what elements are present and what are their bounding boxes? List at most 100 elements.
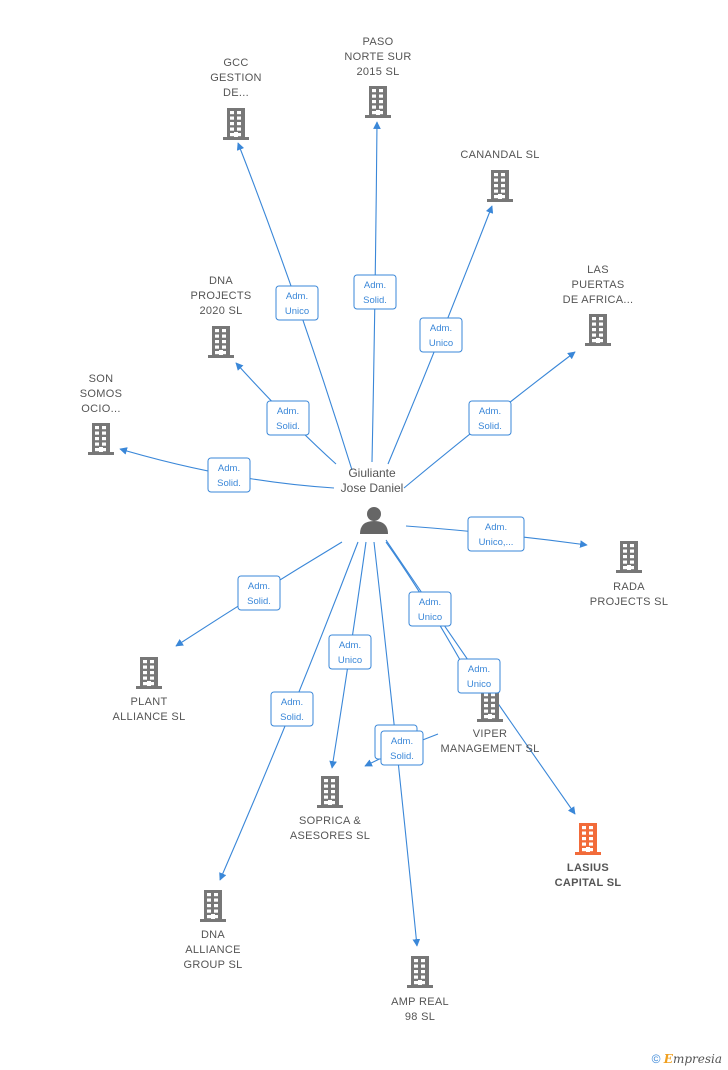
edge-label-text: Adm.: [391, 736, 413, 747]
company-label-line: ALLIANCE SL: [112, 711, 185, 723]
edge-label-text: Solid.: [217, 478, 241, 489]
company-label-line: PUERTAS: [571, 279, 624, 291]
building-icon: [365, 86, 391, 118]
edge-label-gcc[interactable]: Adm. Unico: [275, 285, 319, 321]
company-label-line: GCC: [223, 57, 248, 69]
company-label-line: MANAGEMENT SL: [440, 743, 539, 755]
edge-label-text: Adm.: [364, 280, 386, 291]
company-label-line: CANANDAL SL: [460, 149, 539, 161]
edge-label-text: Solid.: [478, 421, 502, 432]
edge-label-text: Solid.: [276, 421, 300, 432]
building-icon: [200, 890, 226, 922]
company-label-line: GESTION: [210, 72, 262, 84]
edge-label-lasius[interactable]: Adm.Unico: [457, 658, 501, 694]
edge-label-text: Adm.: [286, 291, 308, 302]
company-label-line: LASIUS: [567, 862, 609, 874]
building-icon: [88, 423, 114, 455]
company-label-line: 2015 SL: [356, 66, 399, 78]
edge-label-soprica-2[interactable]: Adm. Solid.: [380, 730, 424, 766]
edge-label-rada[interactable]: Adm. Unico,...: [467, 516, 525, 552]
edge-label-text: Unico: [418, 612, 442, 623]
company-node-puertas[interactable]: LAS PUERTAS DE AFRICA...: [563, 264, 634, 346]
company-label-line: GROUP SL: [183, 959, 242, 971]
edge-label-text: Solid.: [363, 295, 387, 306]
building-icon: [223, 108, 249, 140]
footer-brand: © Empresia: [652, 1052, 722, 1066]
company-label-line: ASESORES SL: [290, 830, 370, 842]
brand-name: mpresia: [672, 1052, 722, 1066]
edge-label-paso[interactable]: Adm. Solid.: [353, 274, 397, 310]
person-name-line1: Giuliante: [348, 466, 396, 480]
company-label-line: 98 SL: [405, 1011, 435, 1023]
edge-label-text: Adm.: [479, 406, 501, 417]
company-label-line: SOMOS: [80, 388, 122, 400]
company-label-line: PLANT: [131, 696, 168, 708]
copyright-icon: ©: [651, 1052, 661, 1066]
edge-label-text: Adm.: [419, 597, 441, 608]
building-icon: [317, 776, 343, 808]
brand-logo-letter: E: [663, 1052, 673, 1066]
edge-label-dnaalliance[interactable]: Adm.Solid.: [270, 691, 314, 727]
edge-label-text: Adm.: [277, 406, 299, 417]
building-icon: [208, 326, 234, 358]
building-icon: [407, 956, 433, 988]
edge-label-canandal[interactable]: Adm.Unico: [419, 317, 463, 353]
company-node-sonsomos[interactable]: SONSOMOSOCIO...: [80, 373, 122, 455]
company-label-line: RADA: [613, 581, 645, 593]
company-node-dnaalliance[interactable]: DNA ALLIANCE GROUP SL: [183, 890, 242, 971]
edge-label-text: Adm.: [430, 323, 452, 334]
company-label-line: 2020 SL: [199, 305, 242, 317]
company-label-line: AMP REAL: [391, 996, 449, 1008]
company-node-canandal[interactable]: CANANDAL SL: [460, 149, 539, 202]
company-node-plant[interactable]: PLANT ALLIANCE SL: [112, 657, 185, 723]
edge-label-text: Adm.: [468, 664, 490, 675]
company-label-line: SON: [89, 373, 114, 385]
edge-label-text: Unico,...: [479, 537, 514, 548]
edge-label-text: Unico: [285, 306, 309, 317]
edge-label-text: Adm.: [485, 522, 507, 533]
company-label-line: CAPITAL SL: [555, 877, 622, 889]
edge-label-plant[interactable]: Adm. Solid.: [237, 575, 281, 611]
company-label-line: VIPER: [473, 728, 508, 740]
company-node-ampreal[interactable]: AMP REAL 98 SL: [391, 956, 449, 1023]
building-icon: [616, 541, 642, 573]
building-icon: [575, 823, 601, 855]
company-label-line: PASO: [363, 36, 394, 48]
edge-label-text: Adm.: [281, 697, 303, 708]
company-label-line: LAS: [587, 264, 609, 276]
company-node-lasius[interactable]: LASIUS CAPITAL SL: [555, 823, 622, 889]
building-icon: [585, 314, 611, 346]
edge-label-soprica[interactable]: Adm. Unico: [328, 634, 372, 670]
edge-label-text: Solid.: [390, 751, 414, 762]
company-label-line: DE...: [223, 87, 249, 99]
edge-label-puertas[interactable]: Adm. Solid.: [468, 400, 512, 436]
company-label-line: NORTE SUR: [344, 51, 411, 63]
building-icon: [487, 170, 513, 202]
edge-label-text: Adm.: [248, 581, 270, 592]
company-label-line: DE AFRICA...: [563, 294, 634, 306]
edge-label-sonsomos[interactable]: Adm. Solid.: [207, 457, 251, 493]
edge-label-text: Unico: [338, 655, 362, 666]
edge-label-text: Solid.: [247, 596, 271, 607]
company-label-line: PROJECTS: [190, 290, 251, 302]
edge-label-viper[interactable]: Adm. Unico: [408, 591, 452, 627]
company-node-paso[interactable]: PASO NORTE SUR 2015 SL: [344, 36, 411, 118]
person-name-line2: Jose Daniel: [341, 481, 404, 495]
building-icon: [477, 690, 503, 722]
edge-label-text: Adm.: [339, 640, 361, 651]
person-icon: [360, 507, 388, 534]
edge-label-text: Adm.: [218, 463, 240, 474]
company-node-viper[interactable]: VIPER MANAGEMENT SL: [440, 690, 539, 755]
company-node-gcc[interactable]: GCC GESTION DE...: [210, 57, 262, 140]
company-label-line: DNA: [201, 929, 225, 941]
company-node-soprica[interactable]: SOPRICA & ASESORES SL: [290, 776, 370, 842]
edge-label-dnaprojects[interactable]: Adm. Solid.: [266, 400, 310, 436]
company-label-line: ALLIANCE: [185, 944, 241, 956]
company-node-dnaprojects[interactable]: DNA PROJECTS 2020 SL: [190, 275, 251, 358]
company-label-line: SOPRICA &: [299, 815, 361, 827]
building-icon: [136, 657, 162, 689]
person-node[interactable]: Giuliante Jose Daniel: [341, 466, 404, 534]
company-label-line: DNA: [209, 275, 233, 287]
